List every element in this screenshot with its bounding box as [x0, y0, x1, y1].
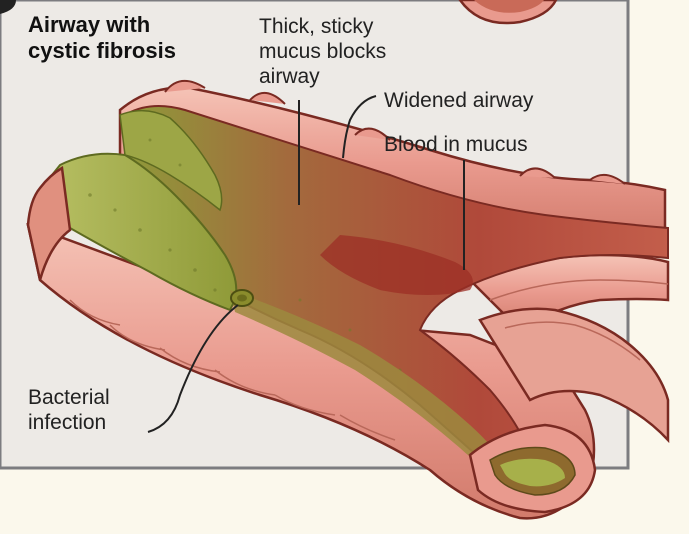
label-mucus-line-3: airway: [259, 64, 386, 89]
label-blood-in-mucus: Blood in mucus: [384, 132, 528, 157]
label-bacterial-line-1: Bacterial: [28, 385, 110, 410]
label-bacterial-line-2: infection: [28, 410, 110, 435]
title-line-1: Airway with: [28, 12, 176, 38]
diagram-title: Airway with cystic fibrosis: [28, 12, 176, 64]
label-bacterial-infection: Bacterial infection: [28, 385, 110, 435]
label-mucus-line-1: Thick, sticky: [259, 14, 386, 39]
title-line-2: cystic fibrosis: [28, 38, 176, 64]
label-mucus-line-2: mucus blocks: [259, 39, 386, 64]
label-widened-airway: Widened airway: [384, 88, 533, 113]
label-mucus: Thick, sticky mucus blocks airway: [259, 14, 386, 89]
